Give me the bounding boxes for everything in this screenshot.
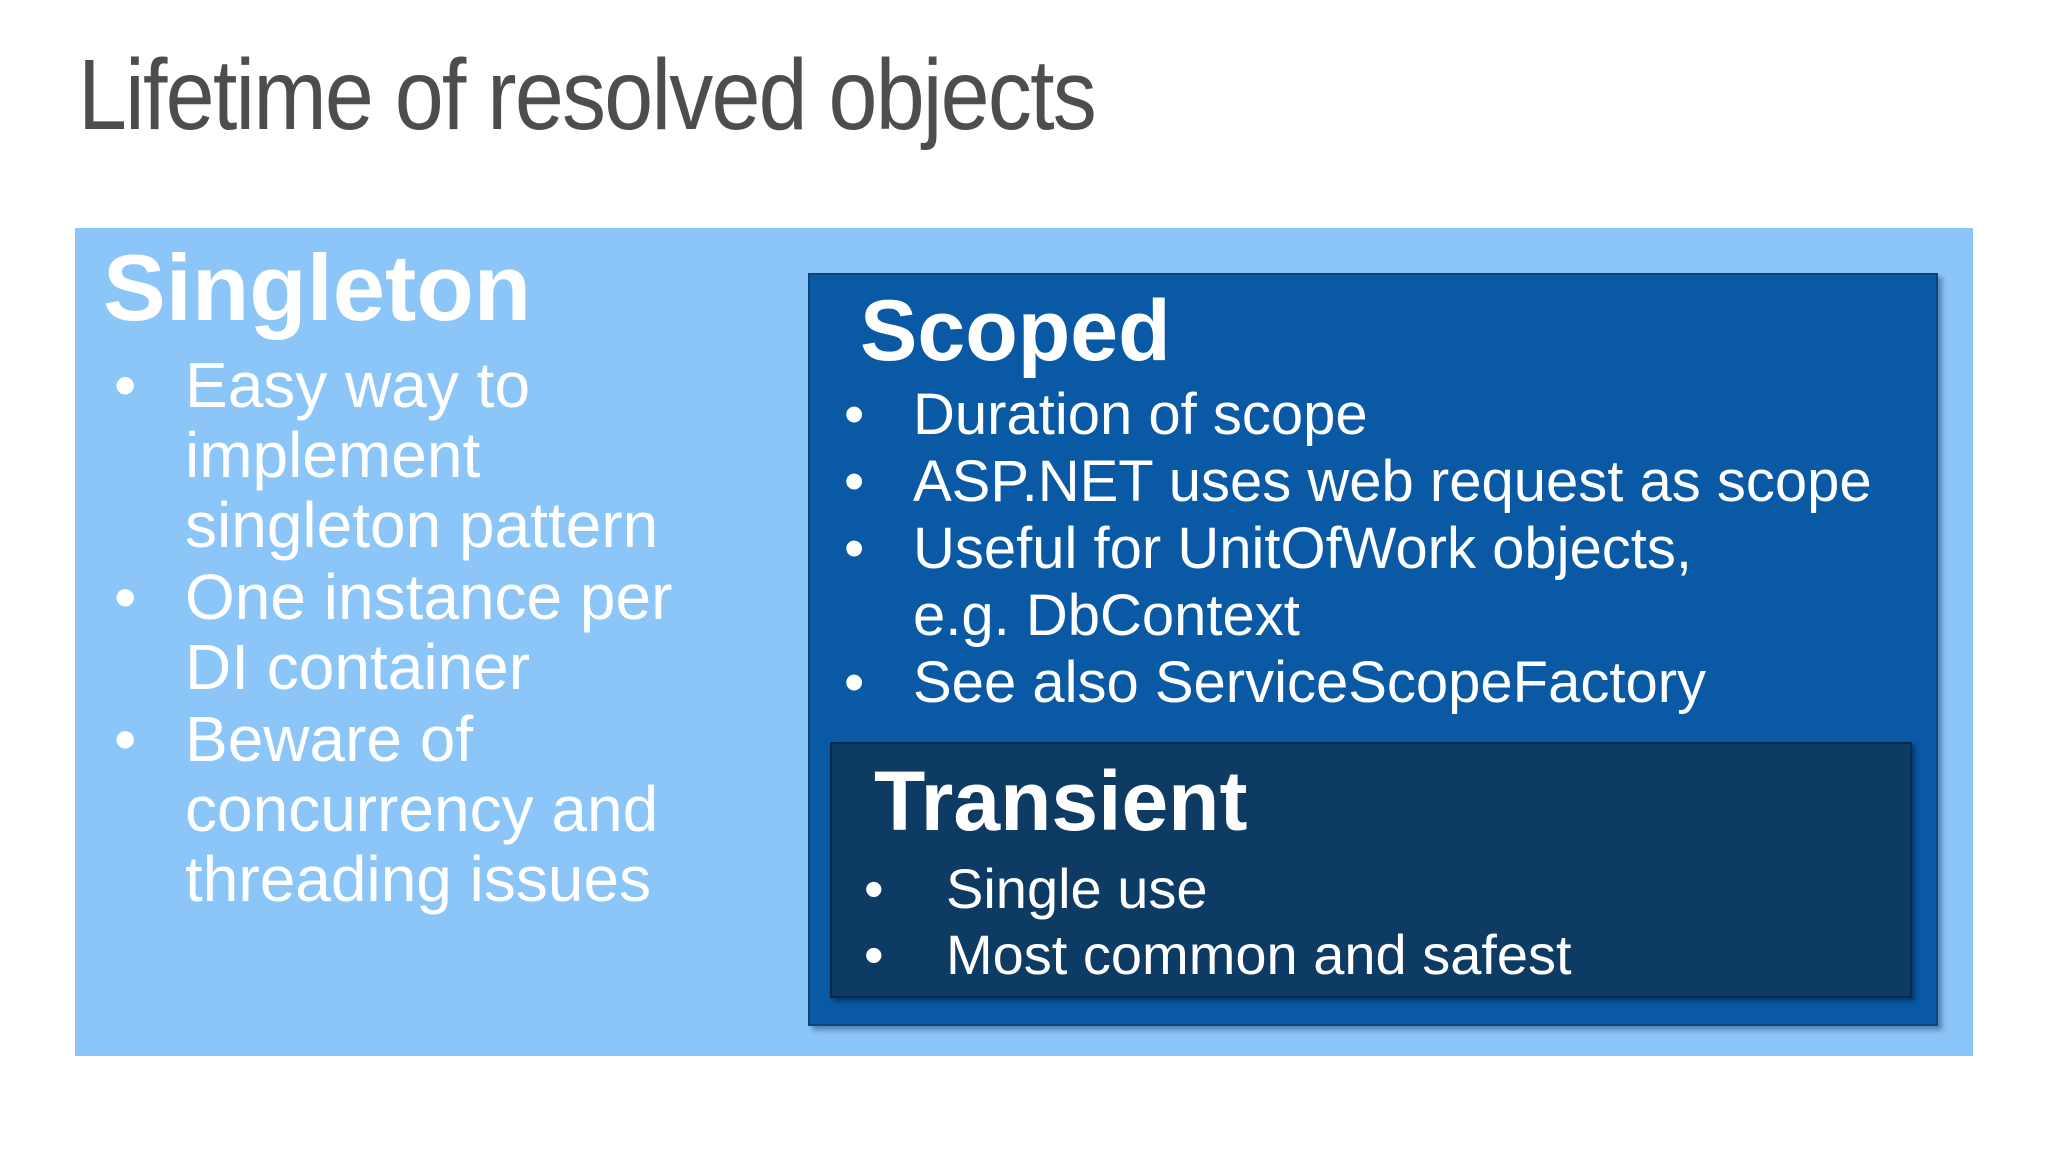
singleton-bullet-list: • Easy way to implement singleton patter… <box>114 350 774 916</box>
bullet-dot-icon: • <box>864 923 884 986</box>
bullet-dot-icon: • <box>844 382 865 447</box>
transient-heading: Transient <box>874 754 1248 848</box>
bullet-text: Useful for UnitOfWork objects, e.g. DbCo… <box>913 516 1692 648</box>
bullet-dot-icon: • <box>844 650 865 715</box>
scoped-box: Scoped • Duration of scope • ASP.NET use… <box>808 273 1938 1026</box>
singleton-bullet-item: • Easy way to implement singleton patter… <box>114 350 774 560</box>
transient-bullet-item: • Most common and safest <box>864 922 1874 988</box>
bullet-dot-icon: • <box>114 703 137 775</box>
scoped-bullet-item: • Duration of scope <box>844 381 1904 448</box>
bullet-dot-icon: • <box>114 349 137 421</box>
bullet-text: Easy way to implement singleton pattern <box>185 349 659 561</box>
bullet-text: ASP.NET uses web request as scope <box>913 449 1872 514</box>
scoped-bullet-item: • Useful for UnitOfWork objects, e.g. Db… <box>844 515 1904 649</box>
bullet-text: Duration of scope <box>913 382 1368 447</box>
bullet-dot-icon: • <box>864 857 884 920</box>
scoped-bullet-item: • ASP.NET uses web request as scope <box>844 448 1904 515</box>
scoped-heading: Scoped <box>860 283 1171 379</box>
singleton-panel: Singleton • Easy way to implement single… <box>75 228 1973 1056</box>
transient-bullet-item: • Single use <box>864 856 1874 922</box>
bullet-text: One instance per DI container <box>185 561 673 703</box>
bullet-text: See also ServiceScopeFactory <box>913 650 1707 715</box>
singleton-bullet-item: • Beware of concurrency and threading is… <box>114 704 774 914</box>
bullet-text: Beware of concurrency and threading issu… <box>185 703 659 915</box>
singleton-bullet-item: • One instance per DI container <box>114 562 774 702</box>
bullet-dot-icon: • <box>114 561 137 633</box>
bullet-text: Most common and safest <box>946 923 1572 986</box>
transient-box: Transient • Single use • Most common and… <box>830 742 1912 998</box>
singleton-heading: Singleton <box>103 235 532 340</box>
bullet-dot-icon: • <box>844 516 865 581</box>
bullet-dot-icon: • <box>844 449 865 514</box>
slide-title: Lifetime of resolved objects <box>78 39 1097 151</box>
scoped-bullet-item: • See also ServiceScopeFactory <box>844 649 1904 716</box>
scoped-bullet-list: • Duration of scope • ASP.NET uses web r… <box>844 381 1904 716</box>
bullet-text: Single use <box>946 857 1208 920</box>
transient-bullet-list: • Single use • Most common and safest <box>864 856 1874 988</box>
